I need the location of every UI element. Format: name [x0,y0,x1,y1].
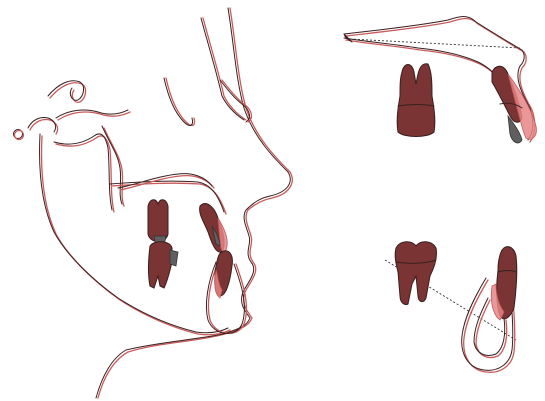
maxillary-molar [397,64,435,137]
cranial-base [28,81,130,134]
soft-tissue-profile [96,8,292,398]
mandible-outline [40,126,230,335]
mandibular-panel [385,242,517,373]
maxillary-panel [344,17,536,143]
upper-molar-profile [148,200,168,246]
lower-incisor-profile [215,251,233,298]
ear-rod [14,130,24,140]
mandibular-molar [395,242,436,305]
full-profile-panel [14,8,293,398]
orbit-outline [164,78,195,125]
mandibular-incisor [491,247,517,320]
maxillary-incisor [492,66,536,143]
lower-molar-profile [149,242,179,288]
